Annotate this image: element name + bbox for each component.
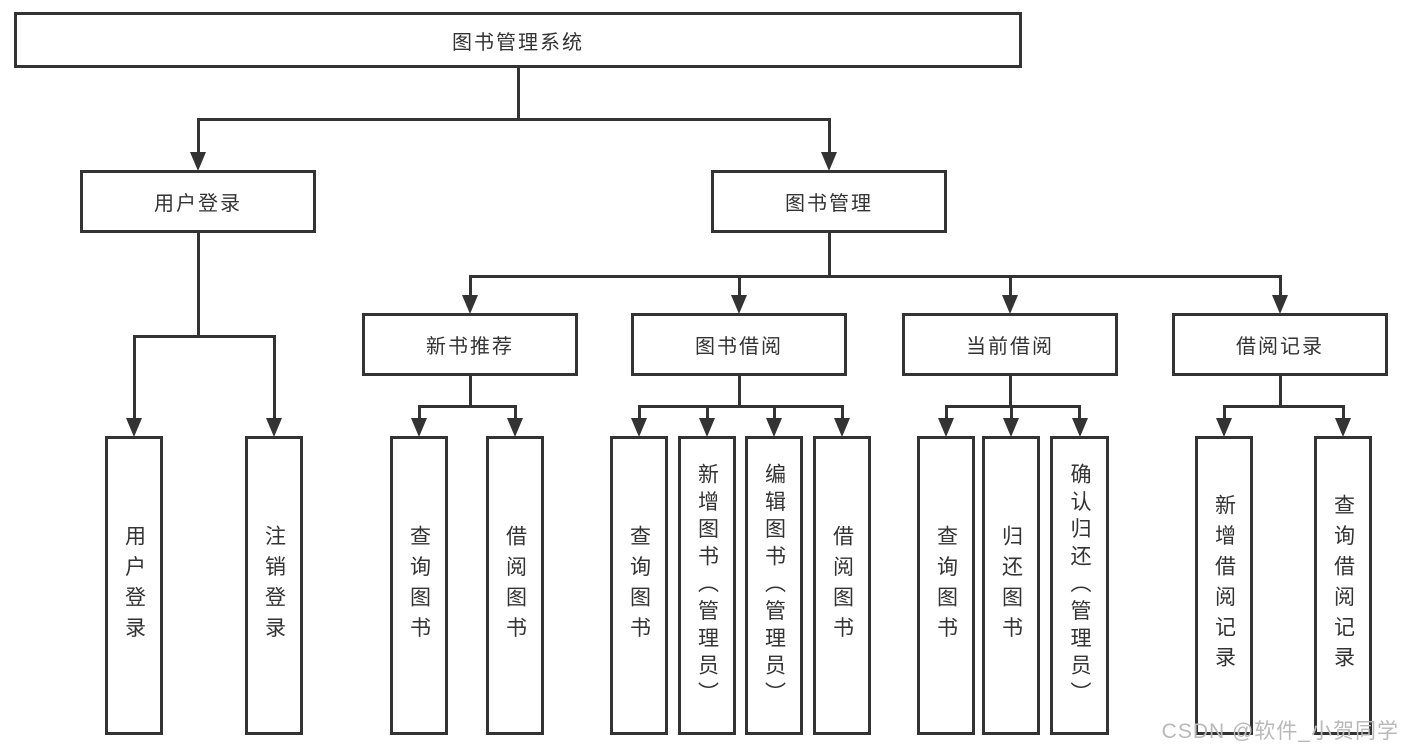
node-label: 查询借阅记录 (1331, 494, 1355, 677)
connector-vline (827, 119, 831, 153)
connector-vline (637, 406, 641, 419)
connector-vline (1341, 406, 1345, 419)
node-leaf-edit-book: 编辑图书（管理员） (745, 436, 803, 735)
node-root: 图书管理系统 (14, 12, 1022, 68)
node-label: 注销登录 (262, 524, 286, 647)
connector-vline (1009, 406, 1013, 419)
connector-hline (468, 274, 1282, 278)
node-label: 图书管理系统 (452, 31, 584, 54)
connector-hline (132, 334, 276, 338)
node-label: 图书借阅 (695, 336, 783, 358)
connector-vline (196, 119, 200, 153)
arrowhead-down-icon (1272, 295, 1288, 314)
node-user-login: 用户登录 (80, 170, 316, 233)
arrowhead-down-icon (834, 418, 850, 437)
arrowhead-down-icon (507, 418, 523, 437)
connector-vline (196, 232, 200, 336)
connector-hline (637, 404, 844, 408)
node-new-book-rec: 新书推荐 (362, 313, 578, 376)
connector-vline (1222, 406, 1226, 419)
node-leaf-query-book-2: 查询图书 (610, 436, 668, 735)
node-label: 查询图书 (627, 524, 651, 647)
connector-vline (272, 336, 276, 419)
node-current-borrow: 当前借阅 (902, 313, 1118, 376)
arrowhead-down-icon (1002, 295, 1018, 314)
connector-vline (417, 406, 421, 419)
node-label: 当前借阅 (966, 336, 1054, 358)
arrowhead-down-icon (190, 152, 206, 171)
arrowhead-down-icon (462, 295, 478, 314)
connector-vline (705, 406, 709, 419)
node-label: 确认归还（管理员） (1068, 462, 1091, 709)
arrowhead-down-icon (1003, 418, 1019, 437)
node-label: 新增图书（管理员） (695, 462, 719, 709)
connector-vline (944, 406, 948, 419)
node-leaf-borrow-book-2: 借阅图书 (813, 436, 871, 735)
node-leaf-return-book: 归还图书 (982, 436, 1040, 735)
connector-vline (1008, 375, 1012, 406)
connector-vline (840, 406, 844, 419)
arrowhead-down-icon (1216, 418, 1232, 437)
node-leaf-add-book: 新增图书（管理员） (678, 436, 736, 735)
connector-vline (516, 67, 520, 119)
arrowhead-down-icon (731, 295, 747, 314)
node-label: 查询图书 (407, 524, 431, 647)
connector-hline (944, 404, 1081, 408)
connector-hline (417, 404, 517, 408)
arrowhead-down-icon (699, 418, 715, 437)
node-book-mgmt: 图书管理 (711, 170, 947, 233)
connector-vline (1008, 276, 1012, 296)
node-borrow-record: 借阅记录 (1172, 313, 1388, 376)
connector-vline (1278, 276, 1282, 296)
arrowhead-down-icon (631, 418, 647, 437)
arrowhead-down-icon (1071, 418, 1088, 437)
node-label: 归还图书 (999, 524, 1023, 647)
node-leaf-logout: 注销登录 (245, 436, 303, 735)
node-label: 借阅图书 (830, 524, 854, 647)
node-label: 用户登录 (154, 193, 242, 215)
node-book-borrow: 图书借阅 (631, 313, 847, 376)
arrowhead-down-icon (411, 418, 427, 437)
node-leaf-user-login: 用户登录 (105, 436, 163, 735)
arrowhead-down-icon (938, 418, 954, 437)
watermark-text: CSDN @软件_小贺同学 (1161, 720, 1399, 743)
node-leaf-confirm-return: 确认归还（管理员） (1050, 436, 1109, 735)
node-label: 图书管理 (785, 193, 873, 215)
node-label: 新增借阅记录 (1212, 494, 1236, 677)
arrowhead-down-icon (766, 418, 782, 437)
node-label: 查询图书 (934, 524, 958, 647)
node-leaf-query-record: 查询借阅记录 (1314, 436, 1372, 735)
node-label: 借阅记录 (1236, 336, 1324, 358)
arrowhead-down-icon (1335, 418, 1351, 437)
connector-vline (737, 276, 741, 296)
node-leaf-query-book-3: 查询图书 (917, 436, 975, 735)
node-leaf-borrow-book-1: 借阅图书 (486, 436, 544, 735)
arrowhead-down-icon (266, 418, 282, 437)
arrowhead-down-icon (821, 152, 837, 171)
node-label: 新书推荐 (426, 336, 514, 358)
arrowhead-down-icon (126, 418, 142, 437)
node-label: 编辑图书（管理员） (762, 462, 786, 709)
connector-vline (737, 375, 741, 406)
connector-hline (1222, 404, 1345, 408)
connector-vline (468, 276, 472, 296)
node-leaf-query-book-1: 查询图书 (390, 436, 448, 735)
connector-hline (196, 117, 831, 121)
connector-vline (513, 406, 517, 419)
connector-vline (772, 406, 776, 419)
connector-vline (1078, 406, 1081, 419)
connector-vline (827, 232, 831, 276)
node-label: 借阅图书 (503, 524, 527, 647)
node-label: 用户登录 (122, 524, 146, 647)
connector-vline (132, 336, 136, 419)
node-leaf-add-record: 新增借阅记录 (1195, 436, 1253, 735)
connector-vline (468, 375, 472, 406)
connector-vline (1278, 375, 1282, 406)
